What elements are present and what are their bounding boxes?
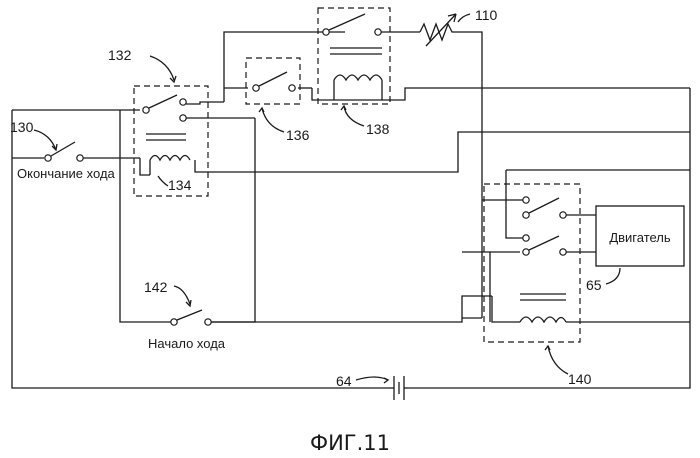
ref-130: 130 [10,119,34,135]
battery-64 [390,376,408,400]
label-end-of-travel: Окончание хода [17,166,116,181]
ref-138: 138 [366,121,390,137]
switch-142 [171,310,211,325]
ref-132: 132 [108,47,132,63]
wires [12,32,690,388]
ref-110: 110 [475,7,498,23]
ref-65: 65 [586,277,602,293]
ref-136: 136 [286,127,310,143]
ref-134: 134 [168,177,192,193]
label-start-of-travel: Начало хода [148,336,226,351]
motor-65: Двигатель [596,206,684,266]
relay-138 [318,8,390,104]
switch-130 [45,142,83,161]
motor-label: Двигатель [609,230,671,245]
variable-resistor-110 [420,14,456,46]
ref-140: 140 [568,371,592,387]
figure-caption: ФИГ.11 [310,431,390,455]
leader-lines [34,14,620,383]
switch-136 [246,58,300,104]
ref-64: 64 [336,373,352,389]
relay-140 [484,184,580,342]
ref-142: 142 [144,279,168,295]
